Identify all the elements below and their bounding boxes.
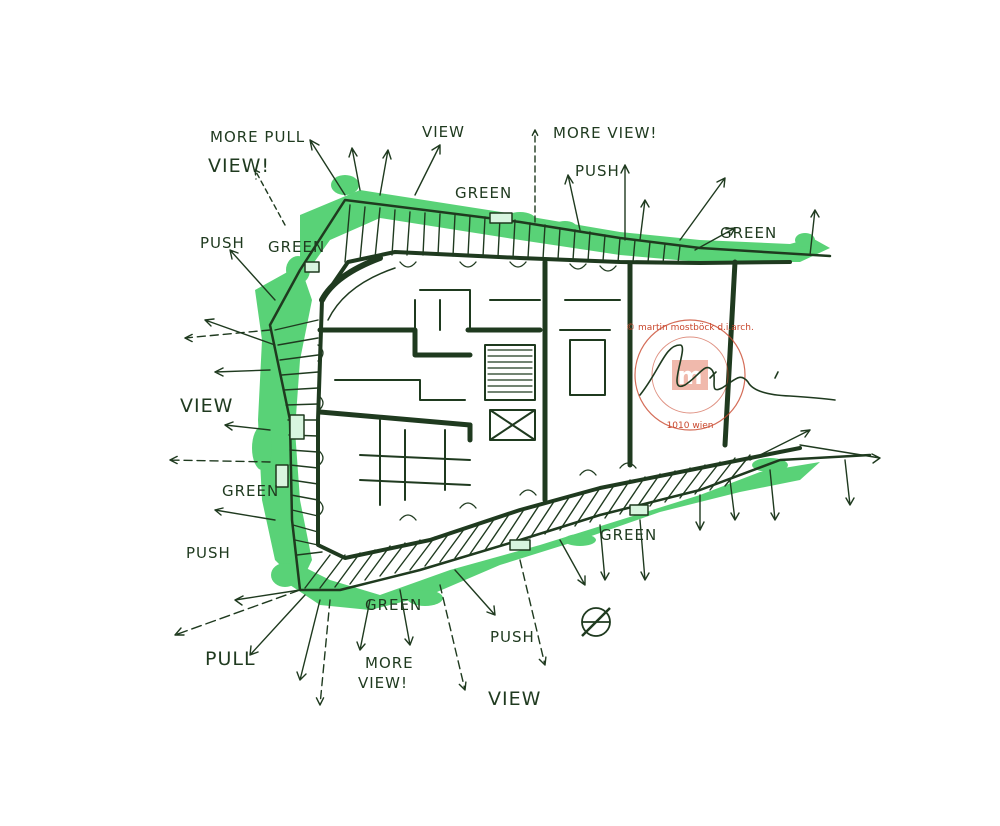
stair <box>487 349 533 393</box>
label-more-view-top: MORE VIEW! <box>553 124 657 142</box>
label-push-bottom: PUSH <box>490 628 535 646</box>
label-green-top-right: GREEN <box>720 224 777 242</box>
label-push-top: PUSH <box>575 162 620 180</box>
label-view-top: VIEW <box>422 123 465 141</box>
label-more-bottom: MORE <box>365 654 414 672</box>
annotations: MORE PULL VIEW! VIEW MORE VIEW! PUSH GRE… <box>180 123 777 710</box>
architect-stamp-seal: m © martin mostböck d.i.arch. 1010 wien <box>626 319 754 431</box>
label-green-top-center: GREEN <box>455 184 512 202</box>
handwritten-signature <box>639 344 836 401</box>
label-view-top-left: VIEW! <box>208 155 270 177</box>
label-more-pull: MORE PULL <box>210 128 305 146</box>
building-plan <box>268 198 872 592</box>
room-partitions <box>334 289 621 506</box>
label-green-bottom-right: GREEN <box>600 526 657 544</box>
label-view-left: VIEW <box>180 395 233 417</box>
walkway-inner-edge <box>316 250 802 560</box>
label-green-left: GREEN <box>222 482 279 500</box>
label-green-left-top: GREEN <box>268 238 325 256</box>
force-arrows <box>169 129 881 706</box>
walkway-hatching <box>274 204 751 589</box>
label-green-bottom: GREEN <box>365 596 422 614</box>
stamp-logo: m <box>677 362 702 390</box>
label-push-left-bottom: PUSH <box>186 544 231 562</box>
label-push-left: PUSH <box>200 234 245 252</box>
door-swings <box>317 261 637 521</box>
north-arrow-icon <box>581 607 611 637</box>
label-view-bottom-more: VIEW! <box>358 674 408 692</box>
curved-wall <box>319 255 383 303</box>
planters <box>275 212 649 551</box>
stamp-ring-text: © martin mostböck d.i.arch. <box>626 323 754 333</box>
label-view-bottom: VIEW <box>488 688 541 710</box>
stamp-inner-text: 1010 wien <box>667 421 714 431</box>
label-pull-bottom: PULL <box>205 648 256 670</box>
